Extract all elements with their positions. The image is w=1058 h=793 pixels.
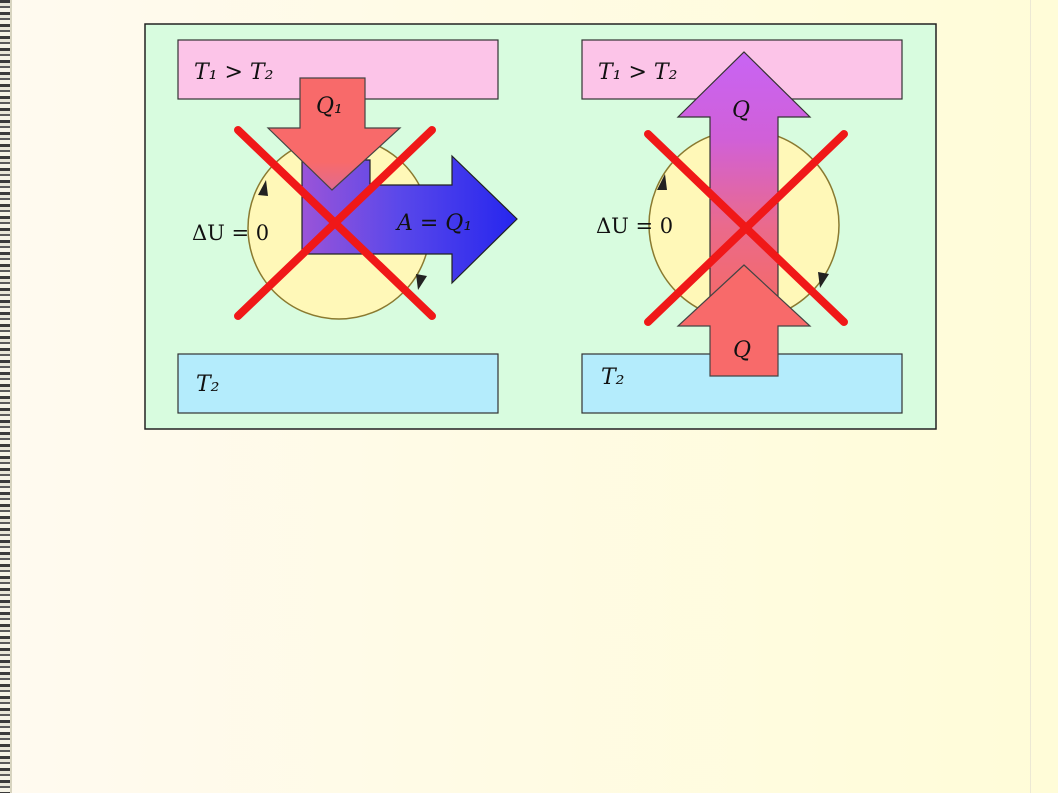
left-engine: T₁ > T₂ Q₁ A = Q₁ ΔU = 0 T₂: [177, 39, 518, 414]
energy-label-right: ΔU = 0: [596, 214, 673, 238]
cross-stroke-2-left: [234, 126, 436, 320]
heat-in-arrow: [266, 77, 402, 191]
heat-up-label: Q: [732, 98, 750, 123]
heat-in-label-right: Q: [733, 338, 751, 363]
cycle-arrow-bottom-left: [416, 274, 427, 290]
cross-stroke-2-right: [644, 130, 848, 326]
margin-rule: [1030, 0, 1031, 793]
hot-label-left: T₁ > T₂: [194, 60, 273, 85]
cycle-arrow-bottom-right: [818, 272, 829, 288]
cold-label-right: T₂: [601, 365, 625, 390]
hot-label-right: T₁ > T₂: [598, 60, 677, 85]
work-label: A = Q₁: [395, 211, 472, 236]
cycle-arrow-top-right: [657, 174, 667, 190]
cycle-arrow-top-left: [258, 180, 268, 196]
heat-label-left: Q₁: [316, 94, 343, 119]
heat-up-arrow: [676, 51, 812, 301]
cold-label-left: T₂: [196, 372, 220, 397]
heat-in-arrow-right: [676, 264, 812, 377]
cold-reservoir-left: [177, 353, 499, 414]
energy-label-left: ΔU = 0: [192, 221, 269, 245]
right-engine: T₁ > T₂ Q Q ΔU = 0 T₂: [581, 39, 903, 414]
notebook-binding: [0, 0, 12, 793]
